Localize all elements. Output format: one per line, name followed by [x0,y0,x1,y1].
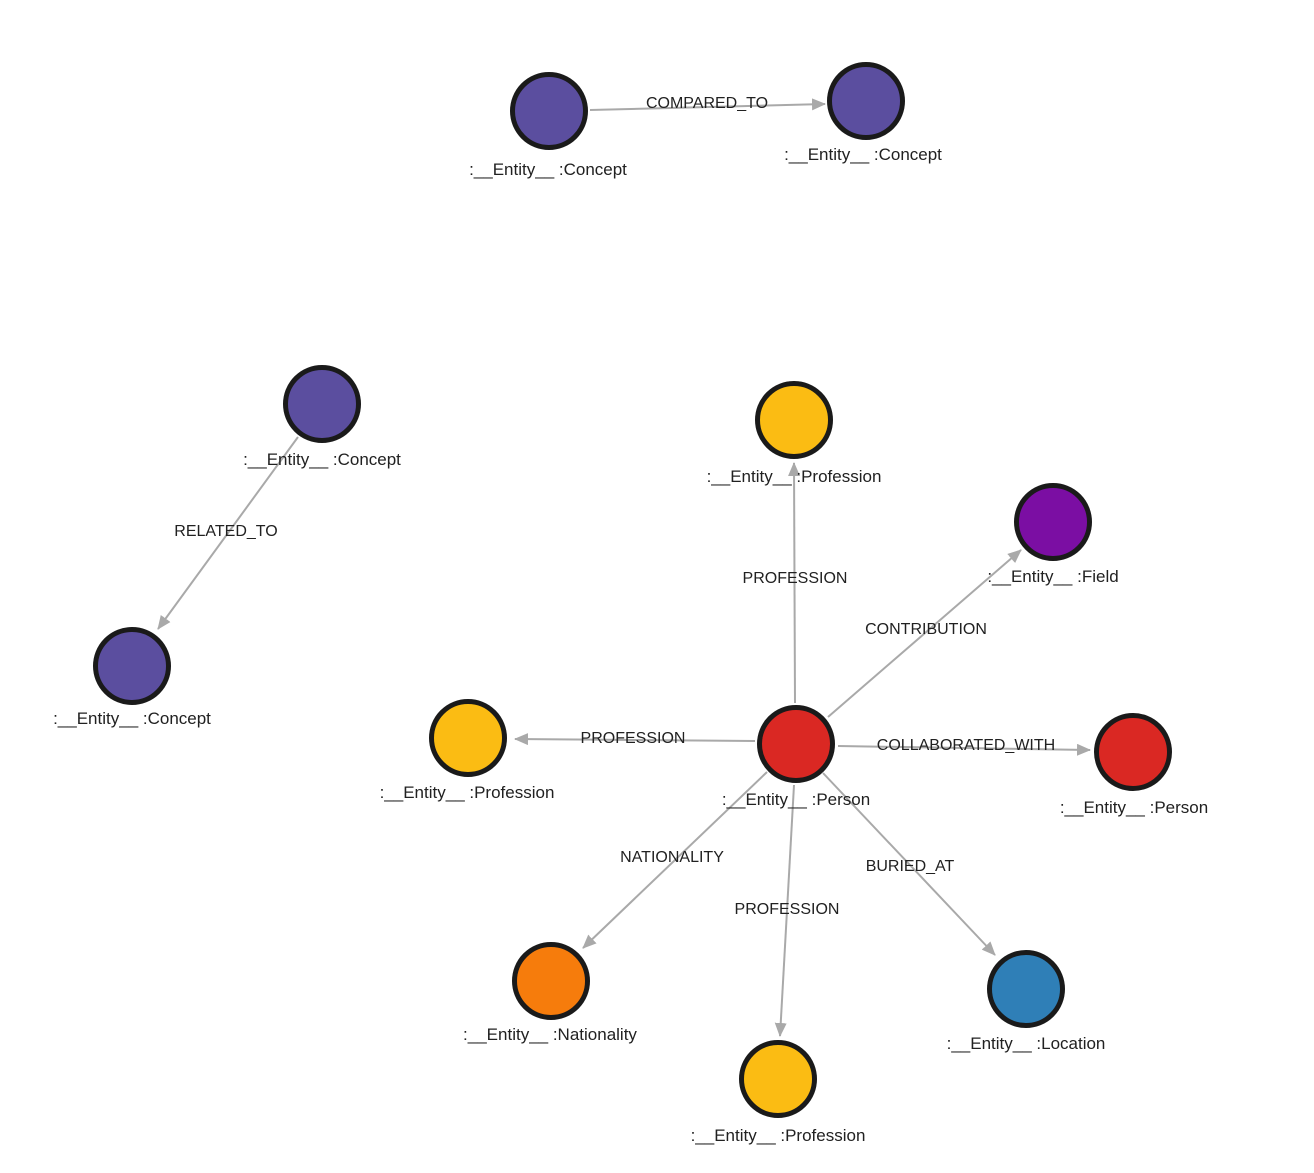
graph-node-nationality-1[interactable] [512,942,590,1020]
graph-node-concept-3[interactable] [283,365,361,443]
node-caption-profession-3: :__Entity__ :Profession [690,1126,866,1145]
node-caption-concept-1: :__Entity__ :Concept [469,160,627,179]
relationship-label-related-to[interactable]: RELATED_TO [174,523,278,540]
relationship-label-contribution[interactable]: CONTRIBUTION [865,621,987,638]
node-caption-person-1: :__Entity__ :Person [721,790,871,809]
edge-collaborated-with-line[interactable] [837,743,1091,756]
node-caption-field-1: :__Entity__ :Field [987,567,1119,586]
relationship-label-profession-top[interactable]: PROFESSION [742,570,848,587]
graph-node-person-2[interactable] [1094,713,1172,791]
node-caption-concept-3: :__Entity__ :Concept [243,450,401,469]
relationship-label-compared-to[interactable]: COMPARED_TO [645,95,769,112]
graph-node-profession-1[interactable] [755,381,833,459]
graph-node-location-1[interactable] [987,950,1065,1028]
graph-node-person-1[interactable] [757,705,835,783]
relationship-label-buried-at[interactable]: BURIED_AT [865,858,955,875]
graph-node-concept-1[interactable] [510,72,588,150]
relationship-label-collaborated-with[interactable]: COLLABORATED_WITH [876,737,1056,754]
node-caption-profession-2: :__Entity__ :Profession [379,783,555,802]
edge-nationality-line[interactable] [582,771,768,949]
relationship-label-profession-left[interactable]: PROFESSION [580,730,686,747]
node-caption-location-1: :__Entity__ :Location [946,1034,1106,1053]
graph-node-profession-3[interactable] [739,1040,817,1118]
edge-contribution-line[interactable] [827,549,1022,718]
edge-profession-bottom-line[interactable] [774,784,795,1037]
edge-buried-at-line[interactable] [822,772,996,956]
relationship-label-profession-bottom[interactable]: PROFESSION [734,901,840,918]
edge-compared-to-line[interactable] [589,98,826,111]
graph-node-concept-2[interactable] [827,62,905,140]
node-caption-profession-1: :__Entity__ :Profession [706,467,882,486]
edge-related-to-line[interactable] [157,436,299,630]
graph-node-concept-4[interactable] [93,627,171,705]
relationship-label-nationality[interactable]: NATIONALITY [620,849,724,866]
graph-node-profession-2[interactable] [429,699,507,777]
node-caption-nationality-1: :__Entity__ :Nationality [463,1025,637,1044]
node-caption-concept-2: :__Entity__ :Concept [784,145,942,164]
graph-node-field-1[interactable] [1014,483,1092,561]
edge-profession-top-line[interactable] [788,462,801,704]
node-caption-person-2: :__Entity__ :Person [1059,798,1209,817]
node-caption-concept-4: :__Entity__ :Concept [53,709,211,728]
edge-profession-left-line[interactable] [514,733,756,746]
